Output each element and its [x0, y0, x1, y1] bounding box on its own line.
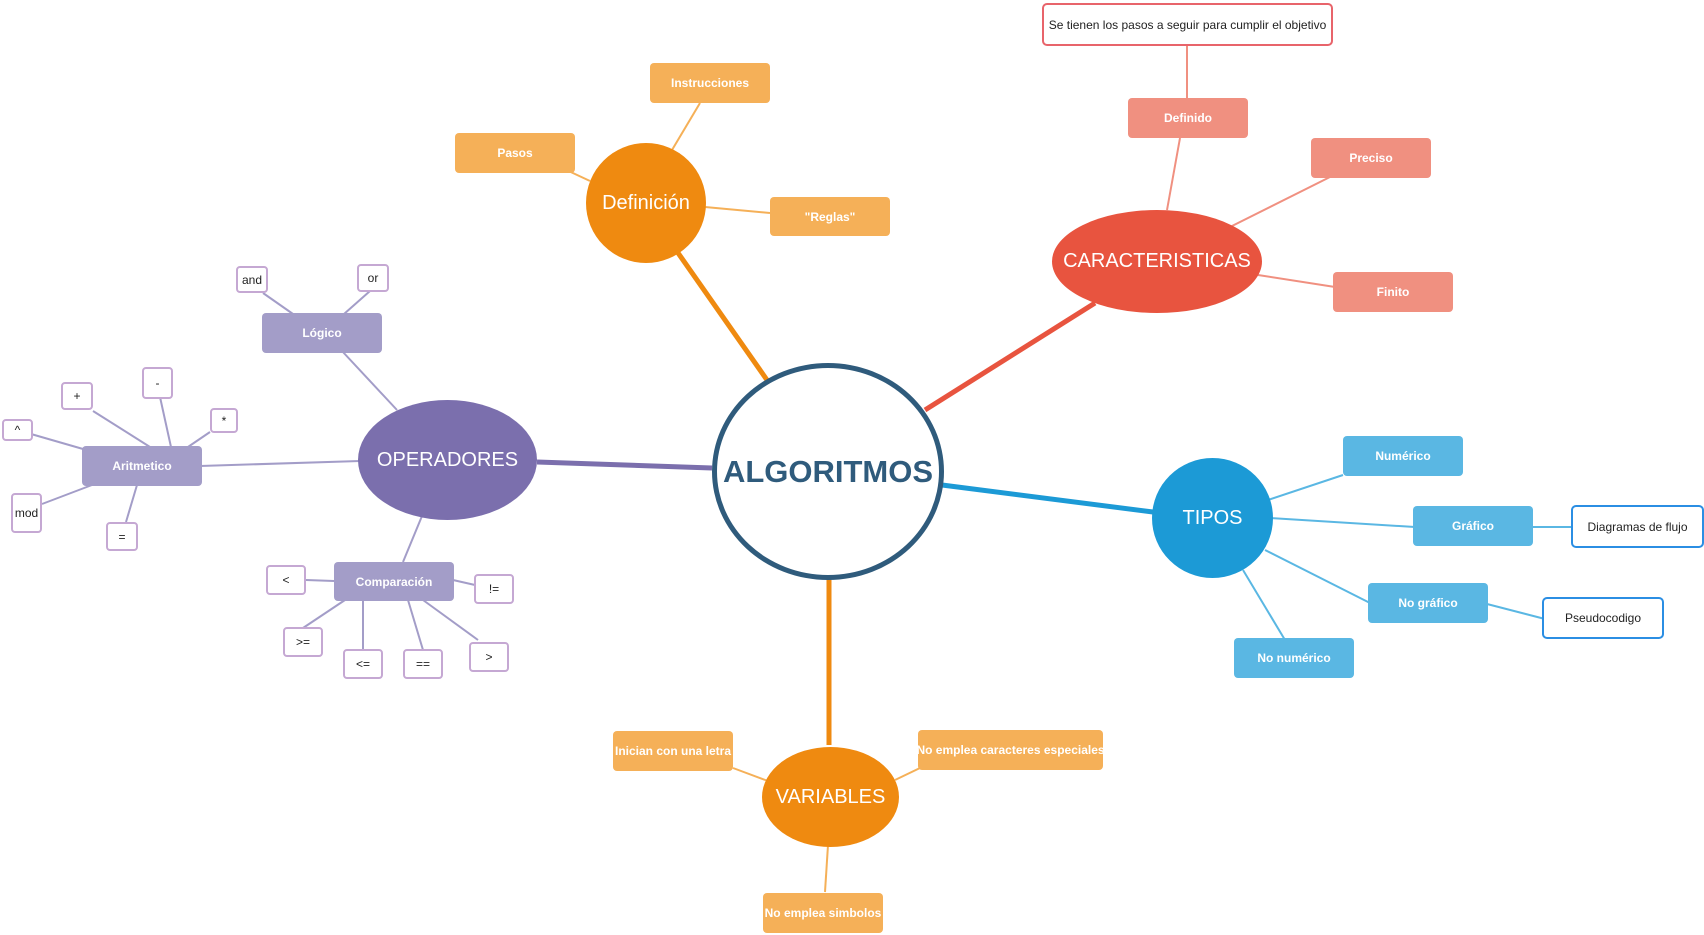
edge-center-operadores [536, 459, 713, 471]
edge-comparacion-ge [302, 599, 346, 629]
aritmetico-op-caret[interactable]: ^ [2, 419, 33, 441]
edge-variables-simbolos [824, 844, 829, 893]
comparacion-op-neq[interactable]: != [474, 574, 514, 604]
edge-definicion-reglas [704, 206, 771, 214]
aritmetico-op-star[interactable]: * [210, 408, 238, 433]
edge-comparacion-eqeq [407, 599, 424, 651]
comparacion-op-le[interactable]: <= [343, 649, 383, 679]
edge-logico-or [343, 290, 371, 315]
edge-aritmetico-minus [159, 396, 172, 448]
edge-tipos-nografico [1264, 549, 1371, 604]
comparacion-op-gt[interactable]: > [469, 642, 509, 672]
definicion-child-pasos[interactable]: Pasos [455, 133, 575, 173]
variables-node[interactable]: VARIABLES [762, 747, 899, 847]
operadores-child-logico[interactable]: Lógico [262, 313, 382, 353]
edge-tipos-numerico [1267, 474, 1344, 501]
definicion-child-instrucciones[interactable]: Instrucciones [650, 63, 770, 103]
logico-op-or[interactable]: or [357, 264, 389, 292]
edge-operadores-logico [341, 350, 398, 411]
tipos-child-numerico[interactable]: Numérico [1343, 436, 1463, 476]
edge-tipos-nonumerico [1242, 569, 1286, 641]
edge-nografico-note [1486, 603, 1546, 620]
grafico-description-note[interactable]: Diagramas de flujo [1571, 505, 1704, 548]
definicion-child-reglas[interactable]: "Reglas" [770, 197, 890, 236]
edge-tipos-grafico [1269, 517, 1416, 528]
edge-caract-definido [1166, 137, 1181, 211]
edge-caract-preciso [1231, 176, 1331, 227]
edge-comparacion-gt [422, 599, 479, 641]
variables-child-inician[interactable]: Inician con una letra [613, 731, 733, 771]
edge-center-tipos [941, 482, 1154, 515]
edge-variables-noemplea [894, 767, 921, 781]
edge-operadores-comparacion [402, 515, 423, 563]
variables-child-no-simbolos[interactable]: No emplea simbolos [763, 893, 883, 933]
edge-aritmetico-eq [125, 484, 138, 523]
center-node[interactable]: ALGORITMOS [712, 363, 944, 580]
edge-variables-inician [732, 767, 769, 782]
operadores-child-comparacion[interactable]: Comparación [334, 562, 454, 601]
operadores-node[interactable]: OPERADORES [358, 400, 537, 520]
logico-op-and[interactable]: and [236, 266, 268, 293]
edge-comparacion-neq [452, 579, 476, 586]
tipos-child-grafico[interactable]: Gráfico [1413, 506, 1533, 546]
caracteristicas-child-preciso[interactable]: Preciso [1311, 138, 1431, 178]
variables-child-no-caracteres[interactable]: No emplea caracteres especiales [916, 730, 1105, 770]
edge-definicion-instrucciones [671, 102, 701, 151]
operadores-child-aritmetico[interactable]: Aritmetico [82, 446, 202, 486]
tipos-child-no-grafico[interactable]: No gráfico [1368, 583, 1488, 623]
aritmetico-op-mod[interactable]: mod [11, 493, 42, 533]
aritmetico-op-minus[interactable]: - [142, 367, 173, 399]
caracteristicas-child-finito[interactable]: Finito [1333, 272, 1453, 312]
aritmetico-op-equals[interactable]: = [106, 522, 138, 551]
comparacion-op-eqeq[interactable]: == [403, 649, 443, 679]
edge-logico-and [262, 292, 294, 315]
no-grafico-description-note[interactable]: Pseudocodigo [1542, 597, 1664, 639]
edge-aritmetico-mod [41, 484, 93, 505]
caracteristicas-node[interactable]: CARACTERISTICAS [1052, 210, 1262, 313]
edge-comparacion-lt [305, 579, 335, 582]
edge-aritmetico-caret [30, 433, 84, 450]
comparacion-op-lt[interactable]: < [266, 565, 306, 595]
edge-operadores-aritmetico [199, 460, 361, 467]
aritmetico-op-plus[interactable]: + [61, 382, 93, 410]
tipos-node[interactable]: TIPOS [1152, 458, 1273, 578]
tipos-child-no-numerico[interactable]: No numérico [1234, 638, 1354, 678]
definido-description-note[interactable]: Se tienen los pasos a seguir para cumpli… [1042, 3, 1333, 46]
edge-center-caracteristicas [923, 300, 1097, 413]
caracteristicas-child-definido[interactable]: Definido [1128, 98, 1248, 138]
definicion-node[interactable]: Definición [586, 143, 706, 263]
edge-aritmetico-plus [92, 410, 151, 448]
edge-center-definicion [673, 248, 770, 382]
comparacion-op-ge[interactable]: >= [283, 627, 323, 657]
edge-caract-finito [1257, 274, 1336, 288]
